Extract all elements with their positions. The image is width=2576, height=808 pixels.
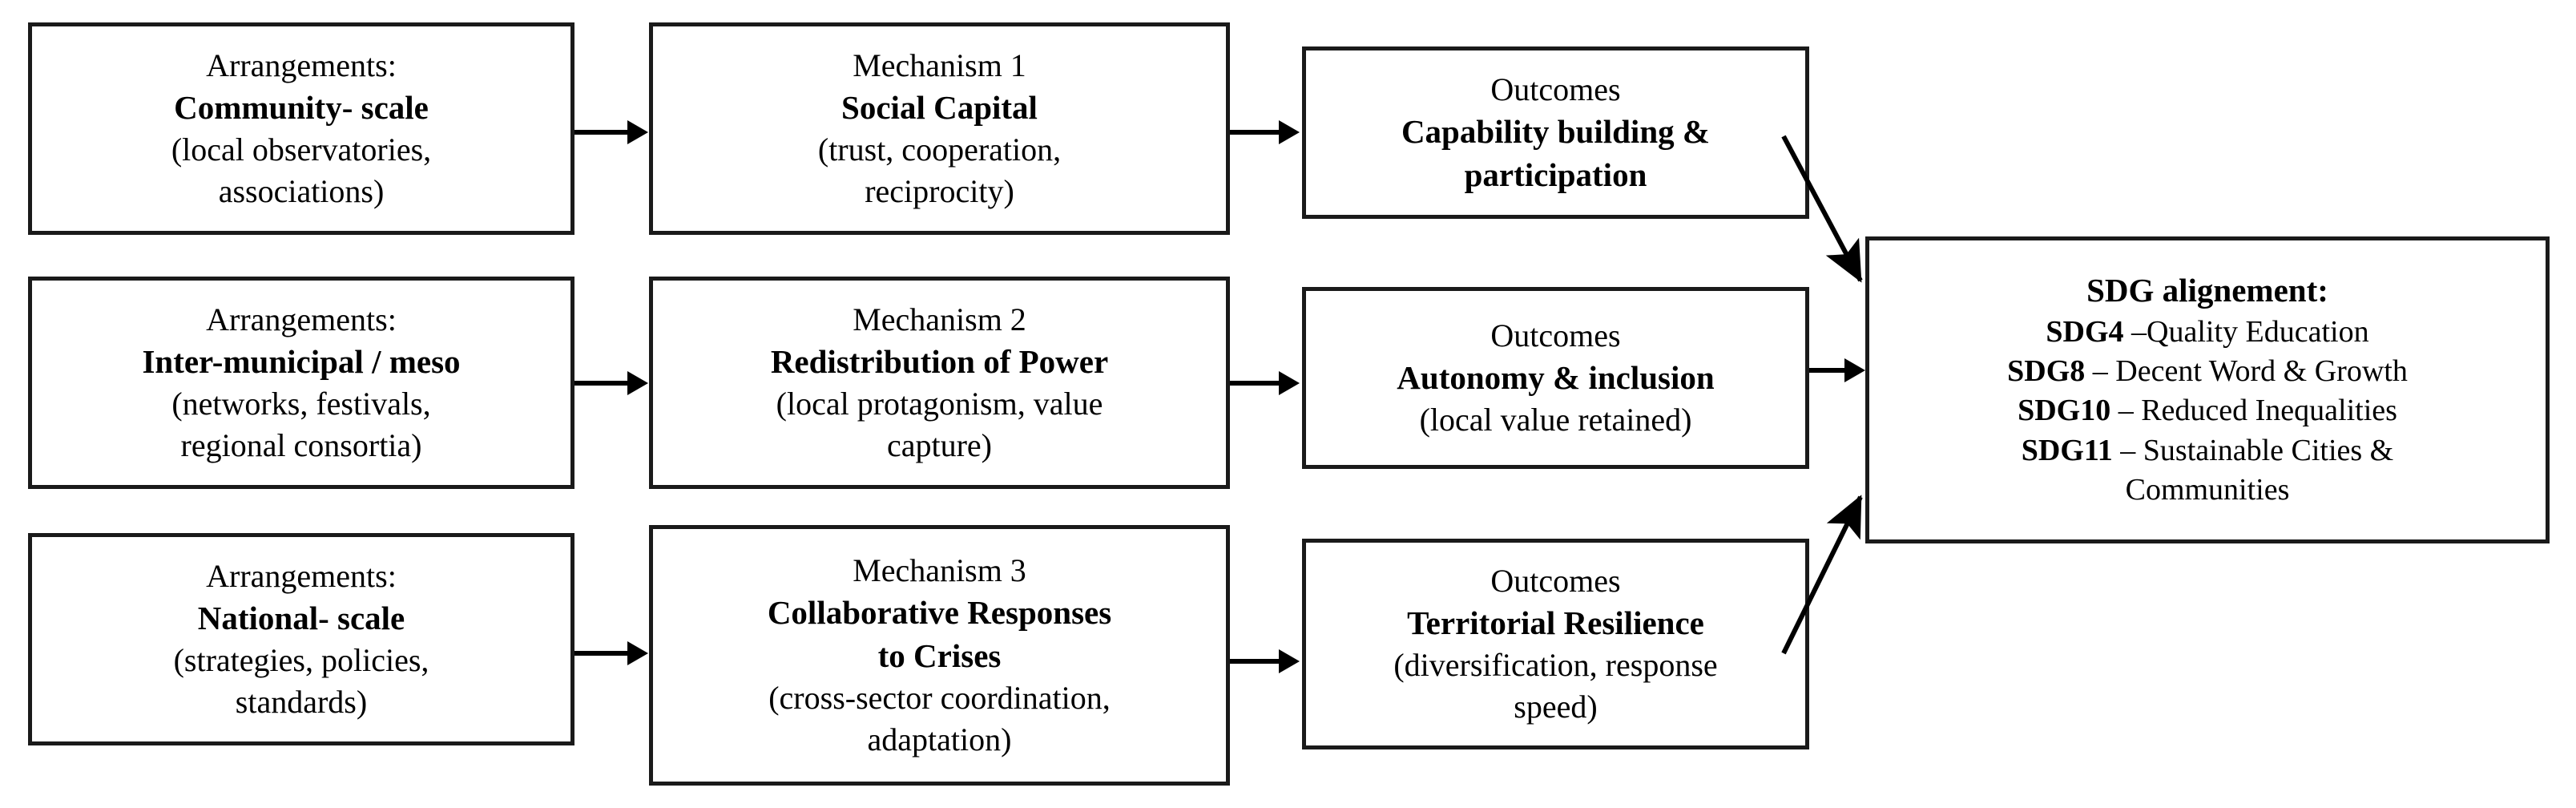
outcome-2-heading: Outcomes [1490,317,1621,354]
mechanism-box-3: Mechanism 3 Collaborative Responses to C… [649,525,1230,786]
mechanism-3-title-line-1: Collaborative Responses [767,594,1112,632]
sdg-item-3-label: – Reduced Inequalities [2118,394,2397,428]
arrow-arrangements-2-to-mechanism-2 [574,381,631,386]
mechanism-box-1: Mechanism 1 Social Capital (trust, coope… [649,22,1230,235]
sdg-item-4-wrap: Communities [2125,473,2290,507]
sdg-item-1-code: SDG4 [2046,314,2132,349]
arrow-mechanism-3-to-outcome-3 [1230,659,1280,664]
outcome-3-detail-line-1: (diversification, response [1393,647,1718,684]
mechanism-2-heading: Mechanism 2 [853,301,1026,337]
sdg-alignment-box: SDG alignement: SDG4 –Quality Education … [1865,236,2550,543]
mechanism-2-detail-line-2: capture) [886,427,992,464]
arrangements-1-heading: Arrangements: [206,46,397,83]
sdg-item-4-label: – Sustainable Cities & [2120,433,2394,467]
arrow-head-arrangements-2-to-mechanism-2 [627,371,648,395]
outcome-3-title-line-1: Territorial Resilience [1407,604,1704,641]
sdg-item-3: SDG10 – Reduced Inequalities [2018,391,2397,430]
arrow-outcome-3-to-sdg [1781,495,1863,655]
mechanism-1-heading: Mechanism 1 [853,46,1026,83]
sdg-item-4-code: SDG11 [2021,433,2121,467]
outcome-1-title-line-2: participation [1464,156,1647,193]
outcome-2-detail-line-1: (local value retained) [1419,402,1692,438]
mechanism-box-2: Mechanism 2 Redistribution of Power (loc… [649,277,1230,489]
mechanism-2-title-line-1: Redistribution of Power [770,342,1109,380]
arrow-mechanism-1-to-outcome-1 [1230,130,1280,135]
arrow-outcome-1-to-sdg [1781,135,1863,283]
arrow-head-mechanism-3-to-outcome-3 [1279,649,1300,673]
arrangements-box-1: Arrangements: Community- scale (local ob… [28,22,574,235]
arrow-head-mechanism-1-to-outcome-1 [1279,120,1300,144]
arrow-arrangements-3-to-mechanism-3 [574,651,631,656]
arrangements-2-detail-line-2: regional consortia) [180,427,422,464]
arrow-arrangements-1-to-mechanism-1 [574,130,631,135]
arrow-mechanism-2-to-outcome-2 [1230,381,1280,386]
mechanism-3-detail-line-1: (cross-sector coordination, [768,679,1111,716]
mechanism-1-detail-line-1: (trust, cooperation, [817,131,1062,168]
outcome-1-heading: Outcomes [1490,71,1621,108]
mechanism-3-title-line-2: to Crises [877,636,1002,674]
arrow-head-arrangements-1-to-mechanism-1 [627,120,648,144]
arrow-head-arrangements-3-to-mechanism-3 [627,641,648,665]
outcome-3-heading: Outcomes [1490,562,1621,599]
arrangements-1-title: Community- scale [174,88,429,126]
arrangements-box-3: Arrangements: National- scale (strategie… [28,533,574,745]
arrow-head-outcome-2-to-sdg [1844,358,1865,382]
sdg-item-4: SDG11 – Sustainable Cities & [2022,431,2393,471]
sdg-item-2: SDG8 – Decent Word & Growth [2007,352,2408,391]
mechanism-1-title-line-1: Social Capital [841,88,1038,126]
arrow-head-mechanism-2-to-outcome-2 [1279,371,1300,395]
arrangements-3-title: National- scale [197,599,405,636]
sdg-item-1: SDG4 –Quality Education [2046,313,2368,352]
outcomes-box-3: Outcomes Territorial Resilience (diversi… [1302,539,1809,749]
mechanism-1-detail-line-2: reciprocity) [865,173,1014,210]
outcomes-box-2: Outcomes Autonomy & inclusion (local val… [1302,287,1809,469]
sdg-item-2-code: SDG8 [2007,354,2093,389]
arrangements-box-2: Arrangements: Inter-municipal / meso (ne… [28,277,574,489]
sdg-item-1-label: –Quality Education [2131,314,2369,349]
arrangements-1-detail-line-1: (local observatories, [171,131,432,168]
arrow-outcome-2-to-sdg [1809,368,1848,373]
outcomes-box-1: Outcomes Capability building & participa… [1302,46,1809,219]
arrangements-2-heading: Arrangements: [206,301,397,337]
arrangements-1-detail-line-2: associations) [218,173,385,210]
mechanism-3-detail-line-2: adaptation) [867,721,1012,758]
outcome-1-title-line-1: Capability building & [1401,113,1711,151]
mechanism-2-detail-line-1: (local protagonism, value [776,386,1103,422]
sdg-heading: SDG alignement: [2086,272,2328,309]
arrangements-3-detail-line-1: (strategies, policies, [173,642,429,679]
sdg-item-2-label: – Decent Word & Growth [2092,354,2408,389]
outcome-3-detail-line-2: speed) [1514,689,1598,725]
arrangements-3-detail-line-2: standards) [235,684,368,721]
outcome-2-title-line-1: Autonomy & inclusion [1397,358,1715,396]
sdg-item-3-code: SDG10 [2018,394,2118,428]
mechanism-3-heading: Mechanism 3 [853,552,1026,589]
arrangements-3-heading: Arrangements: [206,557,397,594]
arrangements-2-title: Inter-municipal / meso [142,342,461,380]
arrangements-2-detail-line-1: (networks, festivals, [171,386,431,422]
